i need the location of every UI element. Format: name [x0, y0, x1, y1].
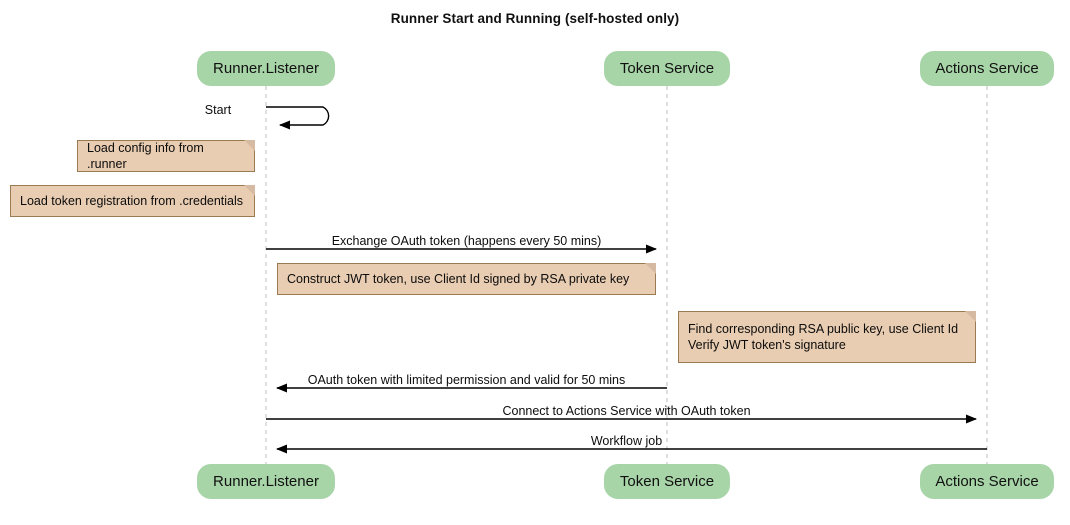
note-fold-line-icon: [644, 263, 656, 275]
participant-actions-service-top[interactable]: Actions Service: [920, 51, 1054, 86]
participant-label: Actions Service: [935, 60, 1039, 77]
message-label-workflow-job: Workflow job: [590, 434, 663, 448]
message-label-start: Start: [204, 103, 232, 117]
participant-label: Token Service: [619, 473, 715, 490]
message-arrow-start: [266, 106, 330, 130]
participant-actions-service-bottom[interactable]: Actions Service: [920, 464, 1054, 499]
note-text: Construct JWT token, use Client Id signe…: [287, 272, 630, 286]
note-fold-line-icon: [964, 311, 976, 323]
note-text: Load token registration from .credential…: [20, 194, 244, 208]
participant-label: Token Service: [619, 60, 715, 77]
lifelines: [265, 86, 988, 464]
note-text: Load config info from .runner: [87, 141, 204, 171]
participant-token-service-bottom[interactable]: Token Service: [604, 464, 730, 499]
note-text: Find corresponding RSA public key, use C…: [688, 322, 959, 352]
participant-label: Actions Service: [935, 473, 1039, 490]
page-title: Runner Start and Running (self-hosted on…: [390, 11, 680, 26]
participant-label: Runner.Listener: [213, 473, 319, 490]
note-verify-jwt-signature: Find corresponding RSA public key, use C…: [678, 311, 976, 363]
participant-label: Runner.Listener: [213, 60, 319, 77]
message-label-oauth-token-reply: OAuth token with limited permission and …: [307, 373, 626, 387]
participant-token-service-top[interactable]: Token Service: [604, 51, 730, 86]
message-label-exchange-oauth-token: Exchange OAuth token (happens every 50 m…: [331, 234, 602, 248]
note-fold-line-icon: [243, 140, 255, 152]
participant-runner-listener-bottom[interactable]: Runner.Listener: [197, 464, 335, 499]
note-load-config-info: Load config info from .runner: [77, 140, 255, 172]
note-load-token-registration: Load token registration from .credential…: [10, 185, 255, 217]
participant-runner-listener-top[interactable]: Runner.Listener: [197, 51, 335, 86]
note-fold-line-icon: [243, 185, 255, 197]
note-construct-jwt-token: Construct JWT token, use Client Id signe…: [277, 263, 656, 295]
message-label-connect-actions-service: Connect to Actions Service with OAuth to…: [502, 404, 751, 418]
